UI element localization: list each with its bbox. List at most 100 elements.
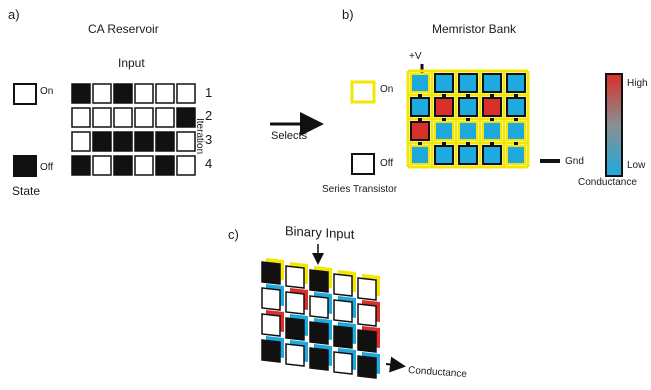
memristor-cell	[410, 145, 430, 165]
contact-tab	[418, 142, 422, 145]
conductance-arrow	[385, 356, 406, 373]
contact-tab	[442, 118, 446, 121]
ca-cell	[155, 155, 175, 176]
contact-tab	[490, 118, 494, 121]
memristor-cell	[434, 145, 454, 165]
ca-cell	[134, 131, 154, 152]
memristor-cell	[506, 97, 526, 117]
ca-cell	[113, 131, 133, 152]
colorbar-low-label: Low	[627, 160, 646, 171]
contact-tab	[466, 94, 470, 97]
panel-a-title: CA Reservoir	[88, 22, 159, 36]
input-layer-cell	[285, 291, 305, 315]
state-label: State	[12, 184, 41, 198]
memristor-cell	[410, 73, 430, 93]
ca-cell	[134, 155, 154, 176]
iteration-number-3: 3	[205, 132, 213, 147]
ca-cell	[134, 107, 154, 128]
ca-cell	[176, 107, 196, 128]
iteration-number-2: 2	[205, 108, 213, 123]
ca-cell	[155, 107, 175, 128]
memristor-cell	[506, 145, 526, 165]
ca-cell	[176, 83, 196, 104]
ca-cell	[71, 83, 91, 104]
legend-off-label-a: Off	[40, 162, 54, 173]
input-layer-cell	[333, 351, 353, 375]
input-layer-cell	[309, 269, 329, 293]
contact-tab	[442, 94, 446, 97]
input-layer-cell	[357, 329, 377, 353]
memristor-cell	[458, 73, 478, 93]
contact-tab	[442, 142, 446, 145]
memristor-cell	[434, 73, 454, 93]
legend-on-label-a: On	[40, 86, 54, 97]
memristor-cell	[434, 121, 454, 141]
memristor-cell	[482, 145, 502, 165]
input-layer-cell	[333, 299, 353, 323]
memristor-cell	[482, 97, 502, 117]
input-layer-cell	[261, 261, 281, 285]
ca-reservoir-grid	[71, 83, 196, 176]
gnd-label: Gnd	[565, 156, 584, 167]
ca-cell	[92, 131, 112, 152]
contact-tab	[490, 142, 494, 145]
conductance-colorbar	[605, 73, 623, 177]
input-layer-cell	[261, 313, 281, 337]
ca-cell	[113, 107, 133, 128]
ca-cell	[113, 155, 133, 176]
iteration-number-4: 4	[205, 156, 213, 171]
input-layer-cell	[309, 295, 329, 319]
ca-cell	[92, 155, 112, 176]
memristor-cell	[410, 121, 430, 141]
contact-tab	[514, 142, 518, 145]
panel-b-letter: b)	[342, 7, 354, 22]
ca-cell	[176, 131, 196, 152]
legend-on-label-b: On	[380, 84, 394, 95]
selects-label: Selects	[271, 130, 308, 142]
legend-off-box-a	[13, 155, 37, 177]
contact-tab	[514, 118, 518, 121]
input-layer-cell	[285, 317, 305, 341]
ca-cell	[92, 107, 112, 128]
colorbar-title: Conductance	[578, 177, 637, 188]
input-layer-cell	[309, 321, 329, 345]
ca-cell	[71, 131, 91, 152]
contact-tab	[514, 94, 518, 97]
memristor-cell	[482, 121, 502, 141]
ca-cell	[155, 83, 175, 104]
legend-on-box-b	[350, 80, 376, 104]
memristor-cell	[458, 97, 478, 117]
ca-cell	[71, 107, 91, 128]
memristor-cell	[458, 145, 478, 165]
input-layer-cell	[333, 325, 353, 349]
contact-tab	[466, 142, 470, 145]
iteration-number-1: 1	[205, 85, 213, 100]
input-layer-cell	[285, 343, 305, 367]
series-transistor-label: Series Transistor	[322, 184, 398, 195]
memristor-cell	[458, 121, 478, 141]
ca-cell	[134, 83, 154, 104]
memristor-cell	[410, 97, 430, 117]
contact-tab	[418, 94, 422, 97]
input-label: Input	[118, 56, 145, 70]
contact-tab	[418, 118, 422, 121]
contact-tab	[490, 94, 494, 97]
input-layer-cell	[333, 273, 353, 297]
colorbar-high-label: High	[627, 78, 648, 89]
memristor-cell	[506, 73, 526, 93]
panel-b-title: Memristor Bank	[432, 22, 517, 36]
memristor-bank-grid	[406, 69, 530, 169]
memristor-cell	[506, 121, 526, 141]
input-layer-cell	[285, 265, 305, 289]
memristor-cell	[482, 73, 502, 93]
input-layer-cell	[309, 347, 329, 371]
legend-off-label-b: Off	[380, 158, 394, 169]
contact-tab	[466, 118, 470, 121]
legend-on-box-a	[13, 83, 37, 105]
input-layer-cell	[357, 277, 377, 301]
stacked-3d-grid	[261, 258, 380, 379]
memristor-cell	[434, 97, 454, 117]
input-layer-cell	[357, 303, 377, 327]
vplus-label: +V	[409, 51, 422, 62]
